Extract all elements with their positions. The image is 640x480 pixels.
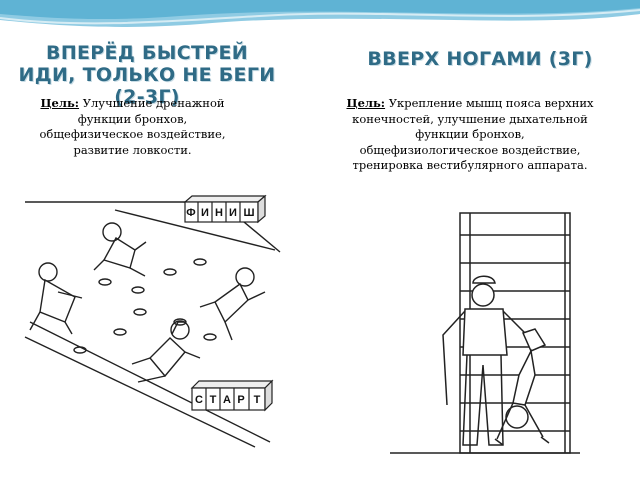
crawling-illustration: Ф И Н И Ш С Т А Р Т (24, 194, 281, 448)
finish-letter: Ф (186, 207, 195, 219)
start-letter: Р (237, 394, 244, 406)
start-letter: А (223, 394, 231, 406)
exercise-title-right: ВВЕРХ НОГАМИ (3Г) (367, 48, 593, 70)
goal-right: Цель: Укрепление мышц пояса верхних коне… (345, 96, 595, 174)
start-letter: Т (254, 394, 261, 406)
handstand-illustration (390, 212, 580, 454)
goal-text-right: Укрепление мышц пояса верхних конечносте… (352, 96, 594, 172)
finish-letter: Н (215, 207, 223, 219)
goal-label-left: Цель: (40, 96, 80, 110)
header-banner (0, 0, 640, 27)
goal-text-left: Улучшение дренажной функции бронхов, общ… (39, 96, 226, 157)
finish-letter: Ш (243, 207, 254, 219)
finish-boxes (183, 194, 267, 224)
exercise-title-left: ВПЕРЁД БЫСТРЕЙ ИДИ, ТОЛЬКО НЕ БЕГИ (2-3Г… (18, 42, 276, 108)
finish-letter: И (229, 207, 237, 219)
goal-left: Цель: Улучшение дренажной функции бронхо… (30, 96, 235, 158)
finish-letter: И (201, 207, 209, 219)
start-letter: Т (210, 394, 217, 406)
start-boxes (190, 379, 274, 412)
start-letter: С (195, 394, 203, 406)
goal-label-right: Цель: (346, 96, 386, 110)
